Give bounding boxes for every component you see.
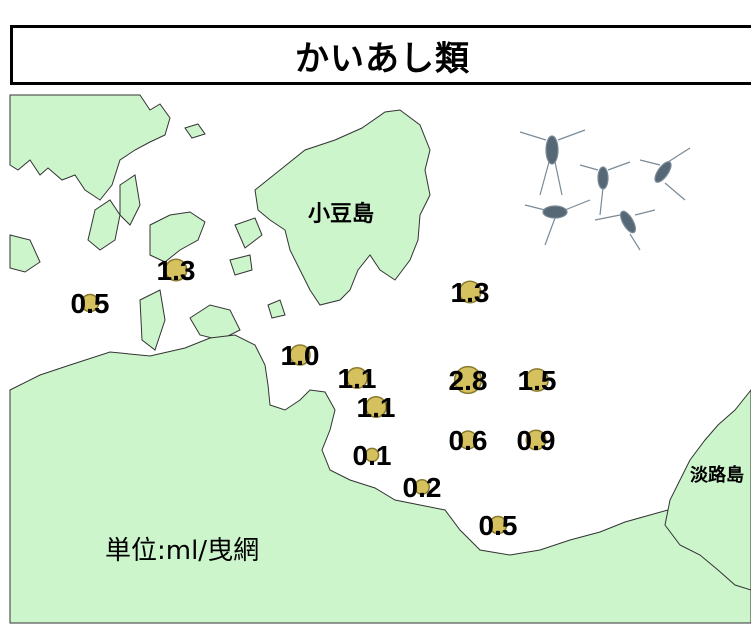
station-marker — [164, 258, 188, 282]
island-small-4 — [234, 217, 263, 249]
station-marker — [80, 293, 100, 313]
station-value: 1.5 — [518, 365, 557, 396]
land-top-left-2 — [9, 234, 41, 273]
station-value: 1.0 — [281, 340, 320, 371]
island-small-3 — [139, 289, 166, 351]
label-awajishima: 淡路島 — [690, 465, 744, 486]
island-small-8 — [184, 123, 206, 139]
station-marker — [458, 430, 478, 450]
unit-label: 単位:ml/曳網 — [105, 536, 260, 566]
land-top-left — [9, 94, 171, 201]
station-marker — [364, 447, 380, 463]
station-value: 2.8 — [449, 365, 488, 396]
station-value: 0.6 — [449, 425, 488, 456]
island-small-5 — [229, 254, 253, 276]
station-marker — [289, 344, 311, 366]
station-value: 1.1 — [338, 363, 377, 394]
map-title: かいあし類 — [295, 38, 470, 79]
island-small-2 — [119, 174, 141, 226]
island-small-6 — [189, 304, 241, 341]
island-naoshima — [149, 211, 206, 263]
station-value: 1.3 — [451, 277, 490, 308]
station-value: 0.2 — [403, 472, 442, 503]
station-marker — [365, 396, 387, 418]
station-marker — [488, 515, 508, 535]
station-value: 1.1 — [357, 392, 396, 423]
station-value: 0.9 — [517, 425, 556, 456]
island-small-1 — [87, 199, 121, 251]
station-value: 0.1 — [353, 440, 392, 471]
title-box: かいあし類 — [10, 25, 751, 85]
station-marker — [525, 429, 547, 451]
station-marker — [414, 479, 430, 495]
station-value: 1.3 — [157, 255, 196, 286]
station-marker — [346, 367, 368, 389]
island-small-7 — [267, 299, 286, 319]
station-value: 0.5 — [479, 510, 518, 541]
copepod-illustration-icon — [519, 129, 691, 251]
stations-layer: 1.3 0.5 1.3 1.0 1.1 2.8 1.5 1.1 0.6 0.9 0.1 0.2 0.5 — [71, 255, 557, 541]
station-marker — [453, 365, 483, 395]
station-value: 0.5 — [71, 288, 110, 319]
island-awajishima — [664, 389, 751, 591]
island-shodoshima — [254, 109, 431, 306]
label-shodoshima: 小豆島 — [308, 202, 375, 227]
station-marker — [458, 280, 482, 304]
station-marker — [525, 368, 549, 392]
